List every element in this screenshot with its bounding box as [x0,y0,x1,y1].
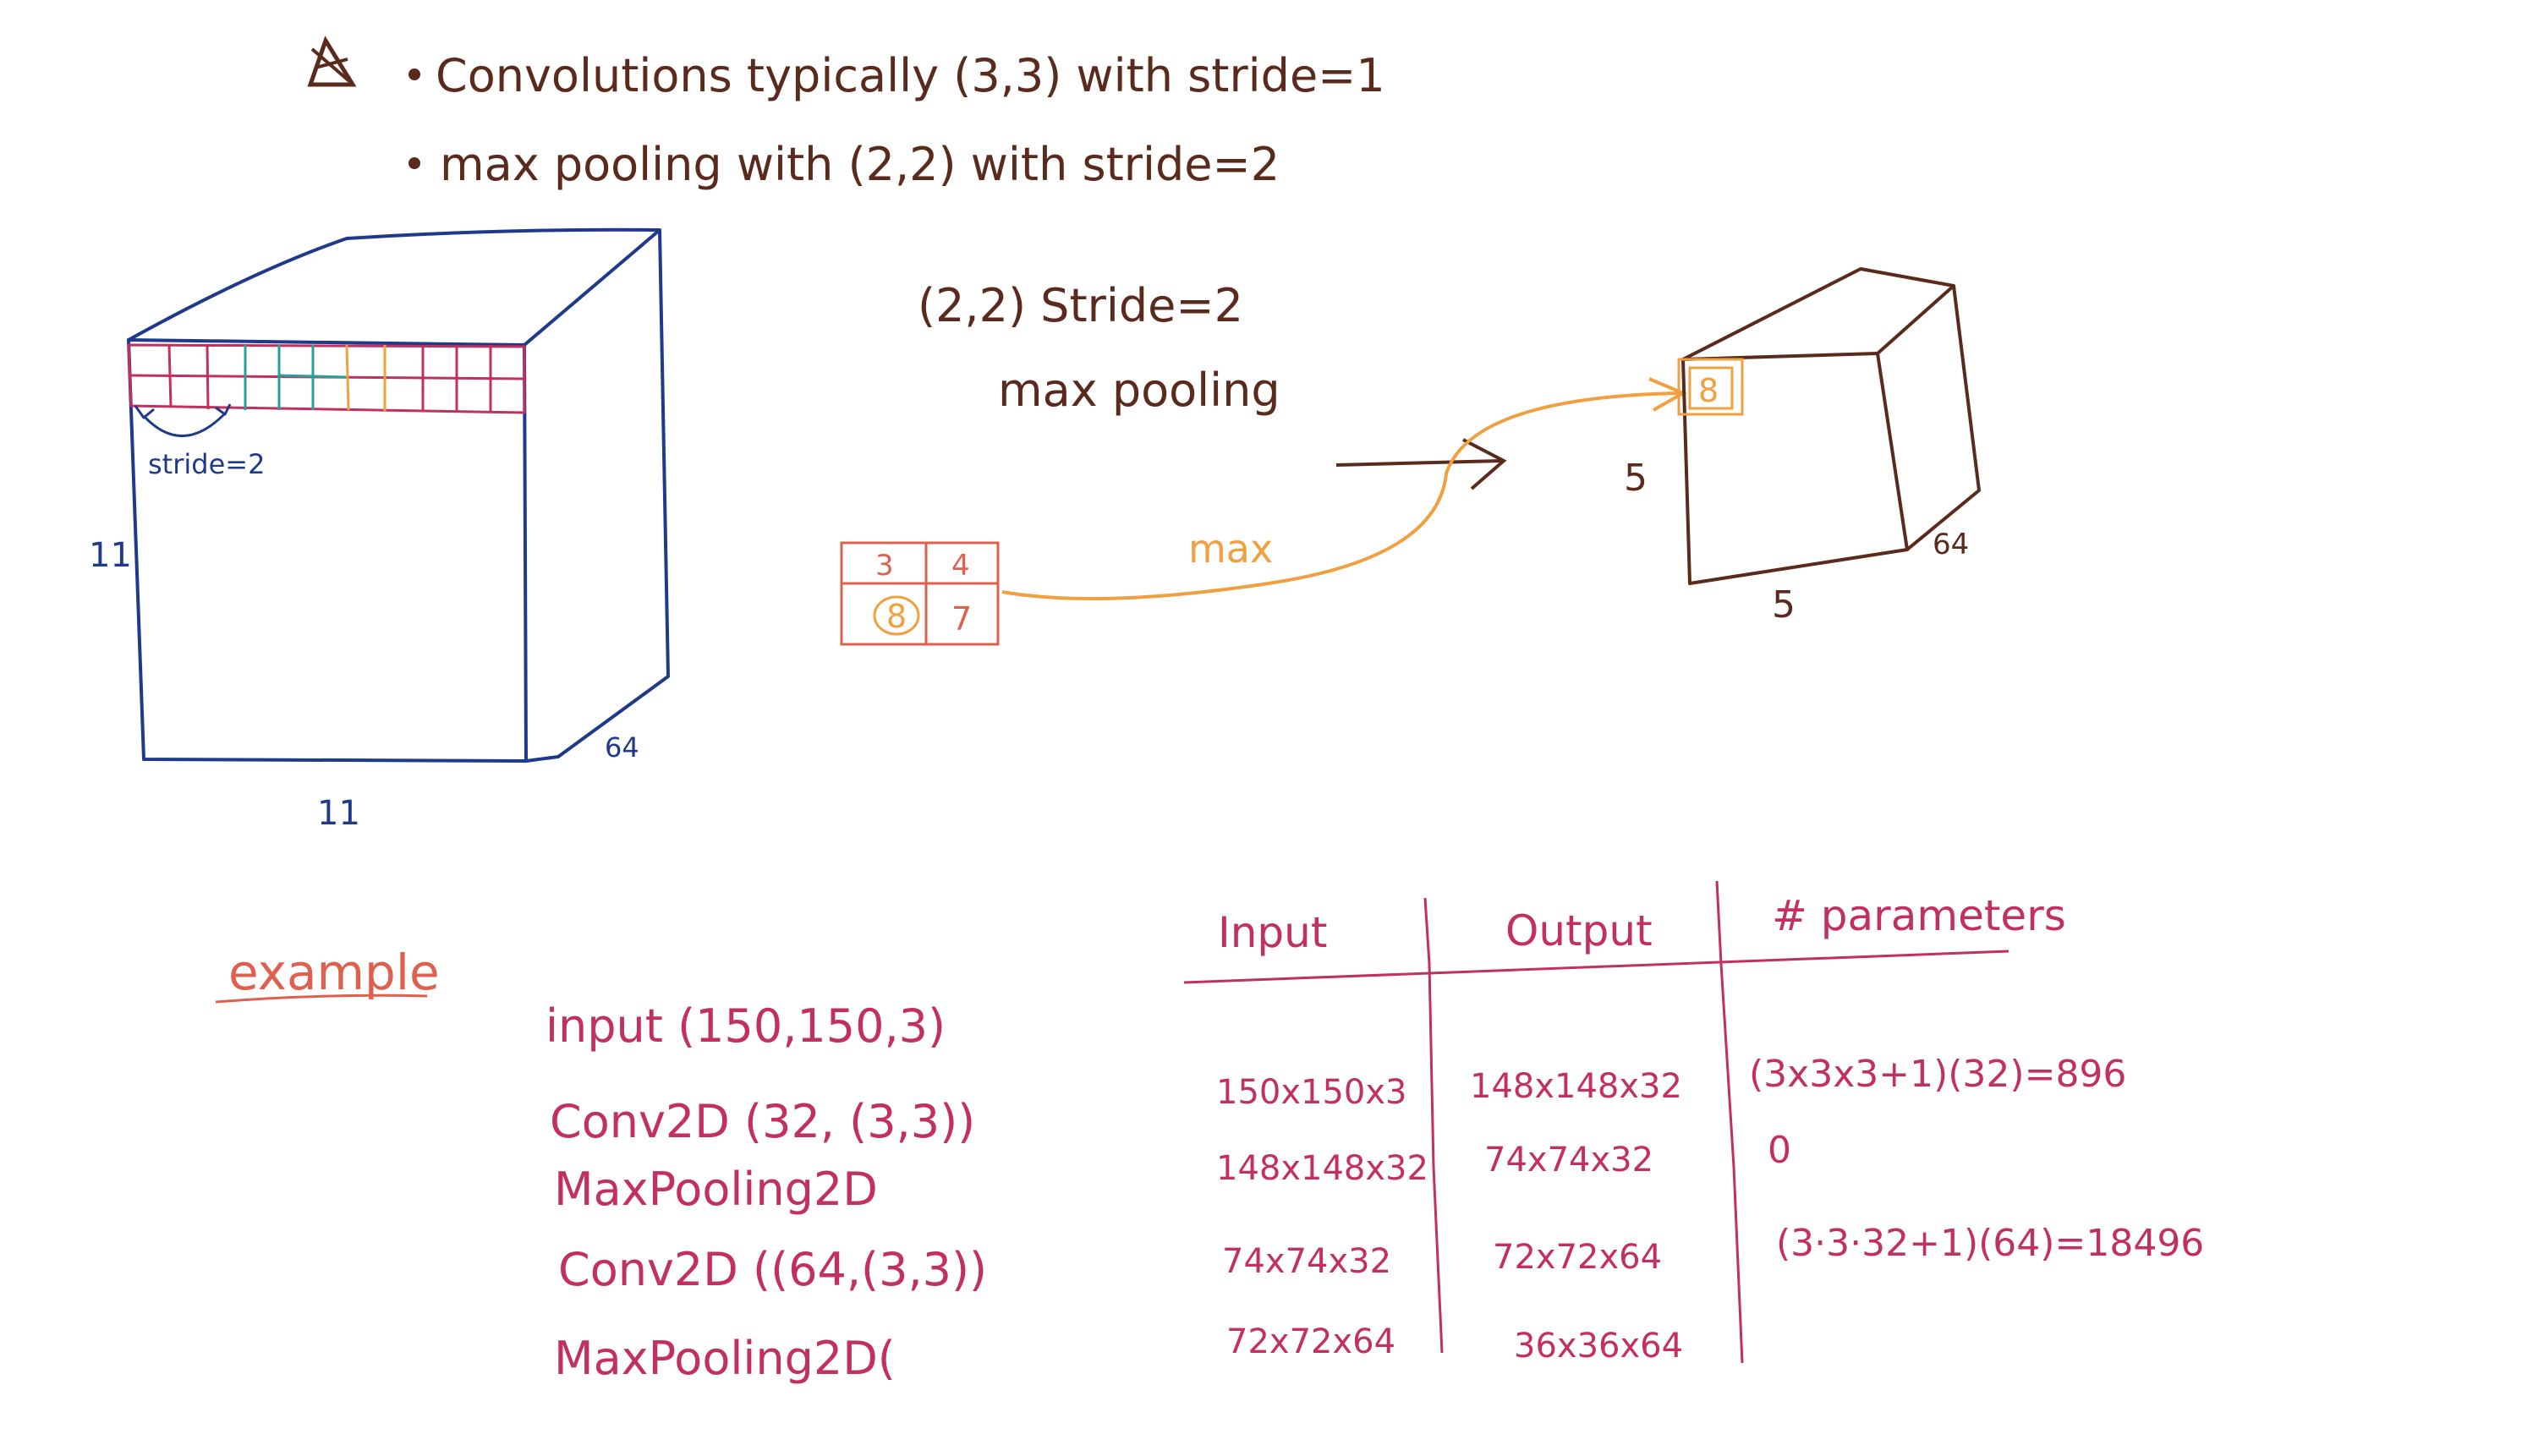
left-volume-top-face [128,227,661,347]
example-heading: example [228,944,440,1001]
table-header-params: # parameters [1772,891,2066,940]
example-lines: input (150,150,3) Conv2D (32, (3,3)) Max… [546,999,987,1385]
stride-label: stride=2 [148,448,265,480]
table-divider-2 [1715,880,1744,1364]
row2-output: 74x74x32 [1484,1141,1653,1180]
pooling-cell-4: 7 [951,600,972,638]
max-arrow-label: max [1188,526,1273,572]
left-depth-label: 64 [605,731,639,764]
pooled-cell-value: 8 [1698,372,1719,409]
pooling-line-1: (2,2) Stride=2 [918,279,1243,332]
attention-icon [307,36,357,87]
right-volume-right-face [1905,285,1981,551]
pooling-line-2: max pooling [998,364,1280,417]
example-line-3: MaxPooling2D [554,1163,878,1216]
table-header-output: Output [1505,906,1653,955]
left-volume-right-face [525,229,670,763]
pooling-arrow [1335,438,1507,490]
row1-params: (3x3x3+1)(32)=896 [1749,1053,2126,1096]
table-row: 74x74x32 72x72x64 (3·3·32+1)(64)=18496 [1222,1222,2204,1281]
notes: Convolutions typically (3,3) with stride… [307,36,1385,191]
left-volume-front-face [127,338,528,763]
row3-output: 72x72x64 [1493,1238,1662,1277]
right-volume [1681,267,1981,585]
table-divider-1 [1423,897,1444,1354]
row1-input: 150x150x3 [1216,1073,1407,1112]
row3-input: 74x74x32 [1222,1242,1391,1281]
row2-params: 0 [1768,1129,1791,1172]
row4-output: 36x36x64 [1514,1327,1683,1366]
table-row: 148x148x32 74x74x32 0 [1216,1129,1791,1188]
example-line-2: Conv2D (32, (3,3)) [550,1095,975,1148]
pooling-cell-2: 4 [951,549,970,583]
left-volume [127,227,670,763]
right-volume-top-face [1682,267,1955,361]
note-bullet-1: Convolutions typically (3,3) with stride… [436,49,1385,102]
note-bullet-2: max pooling with (2,2) with stride=2 [440,138,1280,191]
row4-input: 72x72x64 [1226,1322,1395,1361]
filter-grid [127,343,526,414]
row1-output: 148x148x32 [1470,1067,1682,1106]
left-width-label: 11 [317,794,360,833]
example-line-4: Conv2D ((64,(3,3)) [558,1243,987,1296]
table-row: 72x72x64 36x36x64 [1226,1322,1683,1366]
bullet-dot-2 [408,157,420,169]
table-header-input: Input [1218,908,1327,957]
right-height-label: 5 [1624,457,1648,500]
example-line-5: MaxPooling2D( [554,1332,896,1385]
right-width-label: 5 [1772,583,1796,627]
pooling-cell-3: 8 [886,598,907,635]
row3-params: (3·3·32+1)(64)=18496 [1776,1222,2204,1265]
bullet-dot-1 [408,68,420,80]
pooling-cell-1: 3 [875,549,894,583]
example-underline [215,993,428,1004]
stride-arrow [142,413,226,437]
max-arrow [1001,391,1680,600]
max-value-circle [873,595,920,636]
table-row: 150x150x3 148x148x32 (3x3x3+1)(32)=896 [1216,1053,2126,1112]
table-header-rule [1183,950,2009,984]
row2-input: 148x148x32 [1216,1149,1428,1188]
pooled-cell [1677,358,1744,416]
pooling-grid [840,541,1000,646]
left-height-label: 11 [89,536,132,575]
param-table: Input Output # parameters 150x150x3 148x… [1183,880,2204,1366]
example-line-1: input (150,150,3) [546,999,946,1053]
right-depth-label: 64 [1933,528,1969,561]
